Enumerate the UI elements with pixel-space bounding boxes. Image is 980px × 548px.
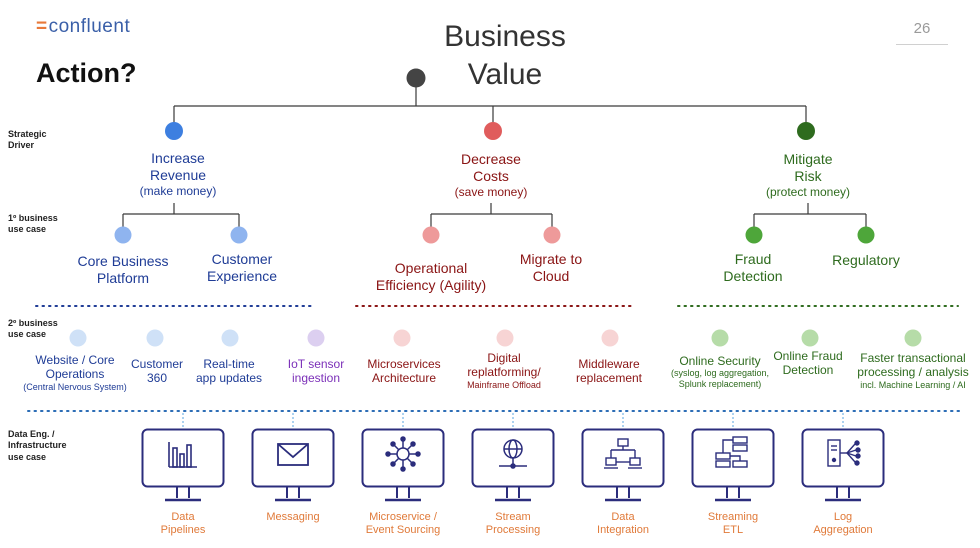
server-stack-icon xyxy=(715,436,748,468)
primary-node xyxy=(230,226,248,244)
globe-network-icon xyxy=(499,439,527,469)
infra-caption-messaging: Messaging xyxy=(266,511,320,523)
bar-chart-icon xyxy=(168,442,197,468)
monitor-data-integration xyxy=(581,428,665,502)
confluent-logo: =confluent xyxy=(36,16,131,37)
monitor-streaming-etl xyxy=(691,428,775,502)
page-title: Action? xyxy=(36,58,137,88)
primary-node xyxy=(543,226,561,244)
secondary-case-online-security: Online Security (syslog, log aggregation… xyxy=(670,354,770,390)
primary-node xyxy=(745,226,763,244)
monitor-microservice xyxy=(361,428,445,502)
driver-increase-revenue: Increase Revenue (make money) xyxy=(139,150,217,198)
monitor-messaging xyxy=(251,428,335,502)
monitor-log-aggregation xyxy=(801,428,885,502)
page-number: 26 xyxy=(913,20,931,37)
network-hub-icon xyxy=(385,436,421,472)
secondary-node xyxy=(221,329,239,347)
server-distribution-icon xyxy=(827,439,861,467)
root-node xyxy=(406,68,426,88)
monitor-stream-processing xyxy=(471,428,555,502)
page-number-rule xyxy=(896,44,948,45)
secondary-node xyxy=(69,329,87,347)
driver-node-risk xyxy=(797,122,815,140)
primary-node xyxy=(422,226,440,244)
infra-caption-microservice: Microservice /Event Sourcing xyxy=(365,511,441,537)
business-value-title: Business Value xyxy=(444,20,566,92)
primary-node xyxy=(857,226,875,244)
secondary-node xyxy=(496,329,514,347)
driver-node-costs xyxy=(484,122,502,140)
primary-case-regulatory: Regulatory xyxy=(832,252,900,268)
secondary-node xyxy=(146,329,164,347)
driver-mitigate-risk: Mitigate Risk (protect money) xyxy=(765,151,851,199)
monitor-data-pipelines xyxy=(141,428,225,502)
primary-node xyxy=(114,226,132,244)
secondary-node xyxy=(904,329,922,347)
confluent-logo-icon: = xyxy=(36,16,48,37)
secondary-node xyxy=(601,329,619,347)
secondary-node xyxy=(801,329,819,347)
secondary-node xyxy=(307,329,325,347)
envelope-icon xyxy=(277,443,309,466)
secondary-node xyxy=(393,329,411,347)
secondary-node xyxy=(711,329,729,347)
connected-computers-icon xyxy=(604,438,642,469)
driver-node-revenue xyxy=(165,122,183,140)
driver-decrease-costs: Decrease Costs (save money) xyxy=(454,151,528,199)
